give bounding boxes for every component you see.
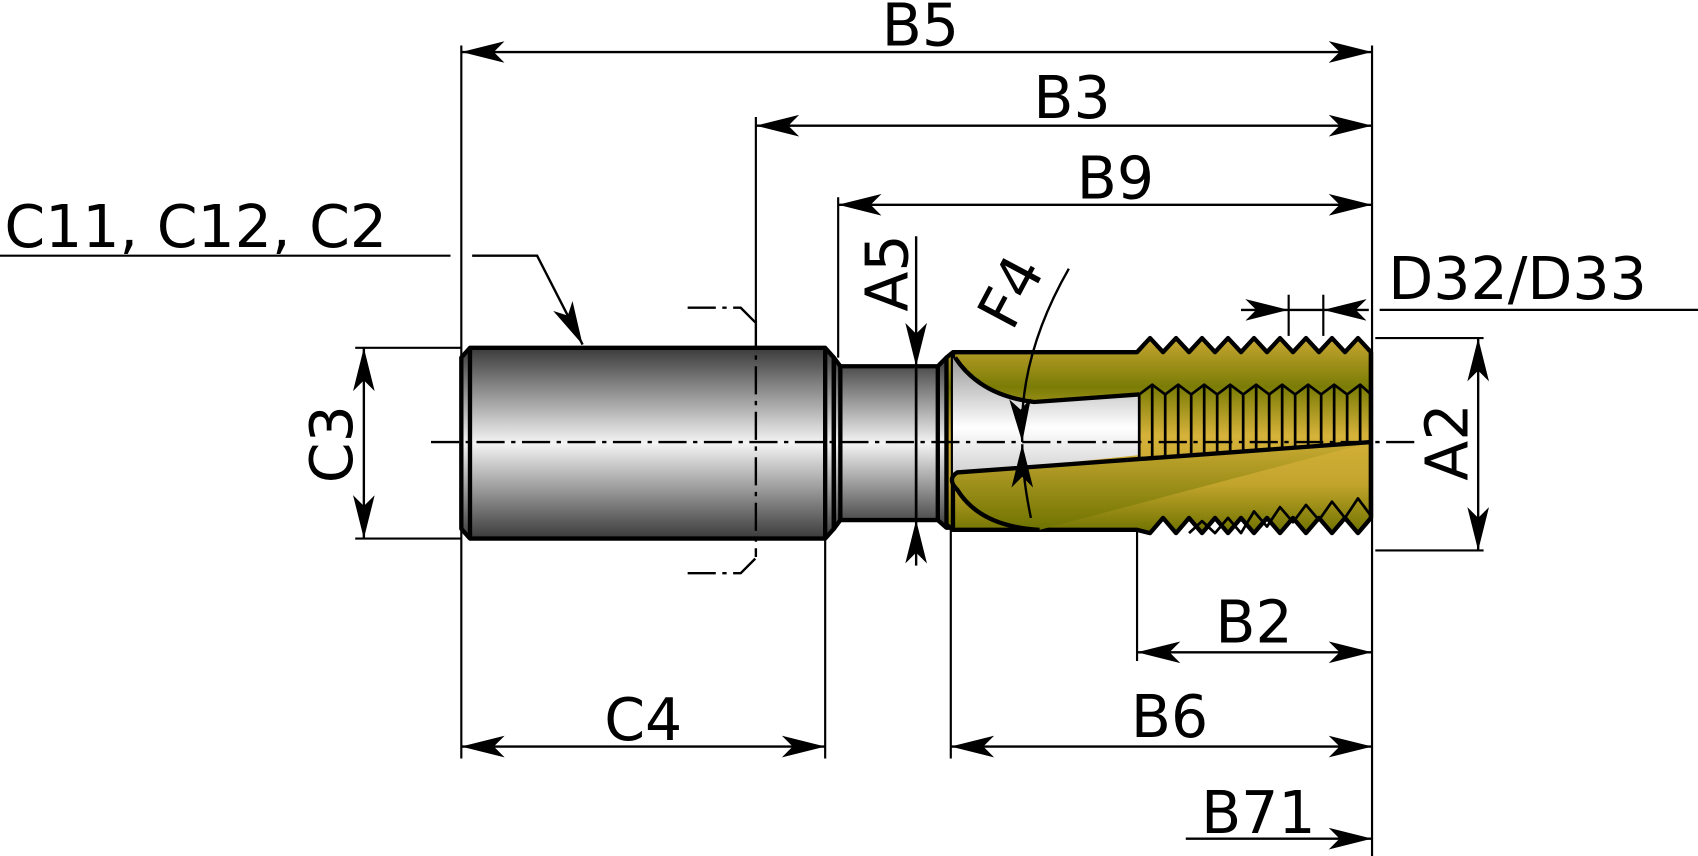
center-lines <box>430 306 1415 575</box>
label-F4: F4 <box>964 245 1057 340</box>
label-B9: B9 <box>1077 144 1154 212</box>
label-C3: C3 <box>298 405 366 483</box>
dim-F4-arc <box>1009 268 1070 443</box>
thread-flank-lines <box>1150 384 1362 458</box>
cutting-part <box>944 335 1374 536</box>
label-B6: B6 <box>1131 683 1208 751</box>
label-A5: A5 <box>853 234 921 311</box>
label-D32-D33: D32/D33 <box>1388 245 1647 313</box>
label-C11-C12-C2: C11, C12, C2 <box>4 193 387 261</box>
label-B3: B3 <box>1033 64 1110 132</box>
label-B5: B5 <box>882 0 959 60</box>
extension-lines <box>355 45 1484 856</box>
dimension-lines <box>0 41 1698 850</box>
label-C4: C4 <box>604 686 682 754</box>
label-A2: A2 <box>1413 403 1481 480</box>
label-B2: B2 <box>1215 589 1292 657</box>
tool-body <box>459 335 1374 541</box>
label-B71: B71 <box>1201 779 1316 847</box>
